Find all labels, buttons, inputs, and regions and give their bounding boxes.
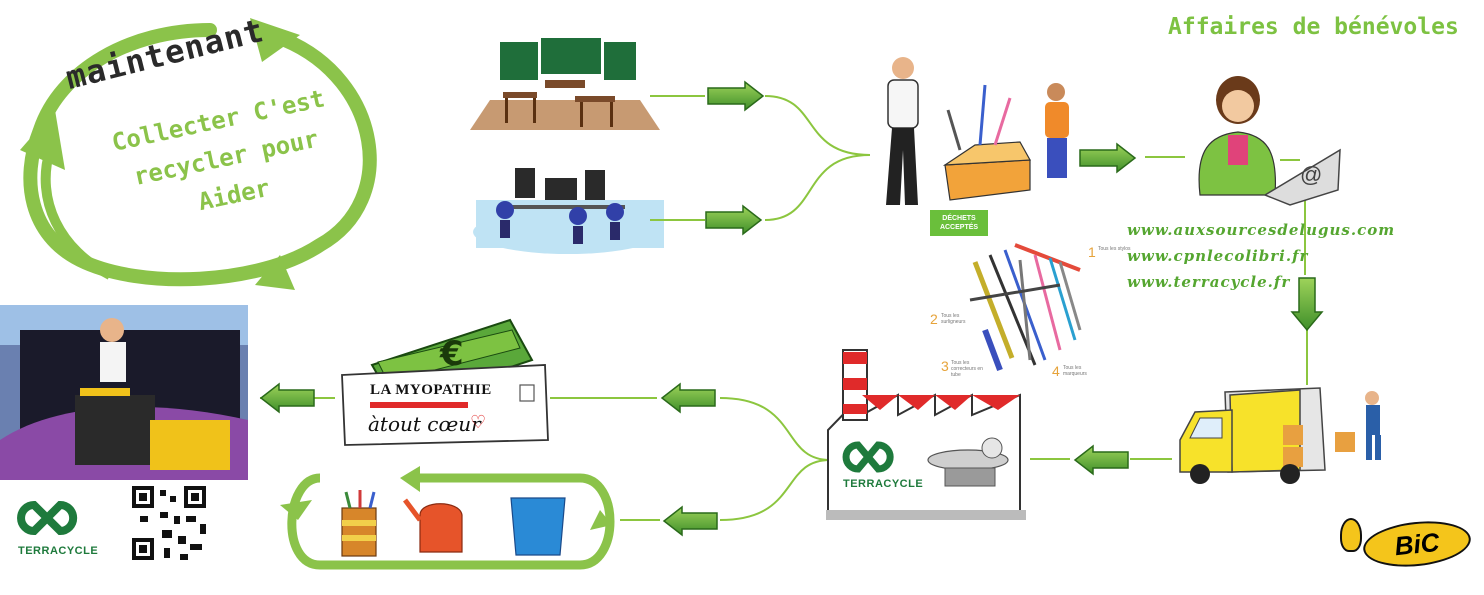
pen-step-3-num: 3: [941, 358, 949, 374]
terracycle-label-footer: TERRACYCLE: [18, 545, 99, 557]
link-auxsourcesdelugus[interactable]: www.auxsourcesdelugus.com: [1127, 221, 1396, 239]
volunteer-laptop-illustration: @: [1198, 76, 1341, 206]
pens-collection-illustration: [969, 243, 1082, 372]
qr-code-icon: [130, 484, 208, 562]
delivery-truck-illustration: [1179, 387, 1381, 484]
link-cpnlecolibri[interactable]: www.cpnlecolibri.fr: [1127, 247, 1309, 265]
pen-step-4-num: 4: [1052, 363, 1060, 379]
donation-box-illustration: [886, 57, 1069, 205]
terracycle-logo-icon-2: [17, 500, 78, 536]
office-illustration: [473, 168, 664, 254]
pen-step-3-text: Tous les correcteurs en tube: [951, 360, 983, 378]
pen-step-2-text: Tous les surligneurs: [941, 313, 966, 325]
charity-name: LA MYOPATHIE: [370, 382, 492, 398]
pen-step-4-text: Tous les marqueurs: [1063, 365, 1087, 377]
recycled-products-loop: [280, 466, 615, 570]
link-terracycle[interactable]: www.terracycle.fr: [1127, 273, 1291, 291]
bic-boy-icon: [1340, 518, 1362, 552]
pen-step-1-text: Tous les stylos: [1098, 246, 1131, 252]
terracycle-logo-icon: [842, 441, 894, 473]
pen-step-2-num: 2: [930, 311, 938, 327]
volunteer-title: Affaires de bénévoles: [1168, 14, 1459, 40]
badge-line-2: ACCEPTÉS: [939, 224, 979, 231]
partner-links: www.auxsourcesdelugus.com www.cpnlecolib…: [1127, 217, 1395, 295]
classroom-illustration: [470, 38, 660, 130]
heart-hands-icon: ♡: [470, 412, 487, 433]
charity-tagline: àtout cœur: [368, 412, 481, 436]
flow-arrows: [259, 80, 1324, 537]
accepted-waste-badge: DÉCHETS ACCEPTÉS: [930, 210, 988, 236]
terracycle-label-factory: TERRACYCLE: [843, 478, 924, 490]
pen-step-1-num: 1: [1088, 244, 1096, 260]
svg-text:€: €: [439, 334, 464, 374]
terracycle-factory-illustration: [826, 349, 1026, 520]
at-sign-icon: @: [1300, 162, 1322, 187]
connector-lines: [260, 95, 1308, 521]
badge-line-1: DÉCHETS: [942, 215, 976, 222]
wheelchair-bus-photo: [0, 305, 248, 480]
circular-arrow-icon: [20, 18, 377, 290]
charity-envelope: [341, 364, 549, 446]
